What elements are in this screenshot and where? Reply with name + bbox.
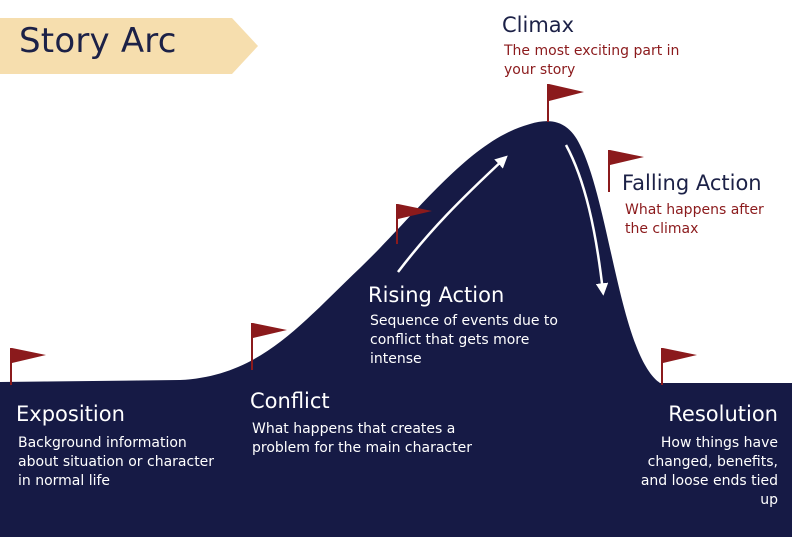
falling-action-heading: Falling Action <box>622 171 762 195</box>
flag-rising-action-icon <box>396 204 432 244</box>
climax-heading: Climax <box>502 13 575 37</box>
falling-arrow <box>564 144 609 296</box>
exposition-description: Background information about situation o… <box>18 435 215 489</box>
arc-mountain <box>0 121 792 537</box>
falling-action-description: What happens after the climax <box>625 202 764 237</box>
conflict-description: What happens that creates a problem for … <box>252 421 472 456</box>
climax-description: The most exciting part in your story <box>504 43 680 78</box>
flag-exposition-icon <box>10 348 46 385</box>
title-banner <box>0 18 258 74</box>
flag-climax-icon <box>547 84 584 122</box>
rising-action-description: Sequence of events due to conflict that … <box>370 313 558 367</box>
flag-conflict-icon <box>251 323 287 370</box>
flag-resolution-icon <box>661 348 697 385</box>
page-title: Story Arc <box>19 21 177 61</box>
conflict-heading: Conflict <box>250 389 330 413</box>
flag-falling-action-icon <box>608 150 644 192</box>
rising-arrow <box>397 155 508 273</box>
resolution-description: How things have changed, benefits, and l… <box>640 435 778 508</box>
rising-action-heading: Rising Action <box>368 283 505 307</box>
resolution-heading: Resolution <box>668 402 778 426</box>
exposition-heading: Exposition <box>16 402 125 426</box>
